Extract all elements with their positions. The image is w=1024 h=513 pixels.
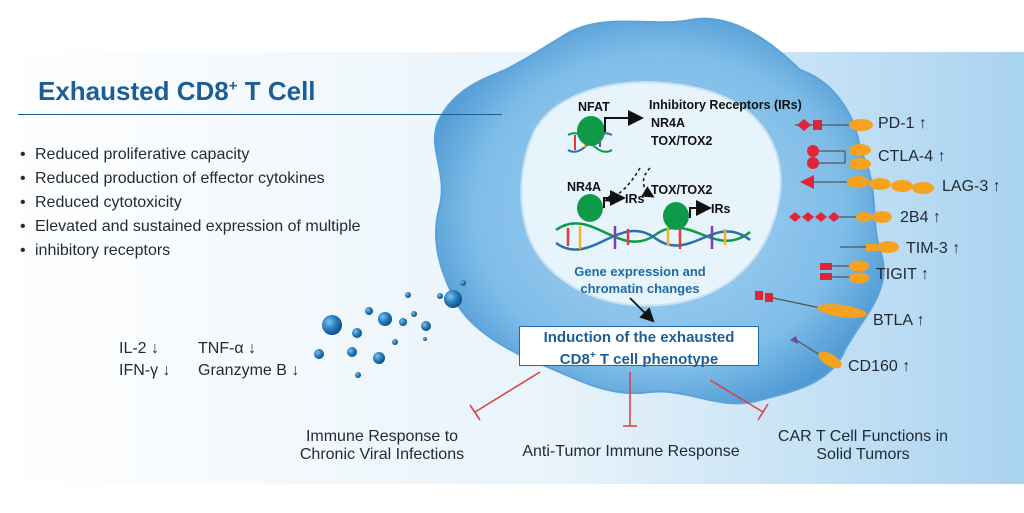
receptor-tigit	[820, 260, 869, 284]
tox-arrow	[689, 200, 712, 218]
receptor-pd1	[795, 119, 873, 131]
receptor-btla	[755, 291, 867, 318]
label-pd1: PD-1 ↑	[878, 115, 927, 132]
inhibition-lines	[469, 371, 769, 427]
tox-factor	[663, 202, 689, 230]
receptor-cd160	[790, 336, 842, 369]
list-item-continuation: inhibitory receptors	[18, 239, 448, 263]
nfat-factor	[577, 116, 605, 146]
label-tigit: TIGIT ↑	[876, 266, 930, 283]
receptor-tim3	[840, 241, 899, 253]
label-ctla4: CTLA-4 ↑	[878, 148, 946, 165]
label-2b4: 2B4 ↑	[900, 209, 941, 226]
outcome-cart: CAR T Cell Functions in Solid Tumors	[777, 428, 949, 463]
nr4a-factor	[577, 194, 603, 222]
list-item: Elevated and sustained expression of mul…	[18, 215, 448, 239]
list-item: Reduced cytotoxicity	[18, 191, 448, 215]
receptor-ctla4	[807, 144, 871, 170]
arrow-to-induction	[629, 297, 655, 323]
induction-box: Induction of the exhausted CD8+ T cell p…	[519, 326, 759, 368]
list-item: Reduced proliferative capacity	[18, 143, 448, 167]
outcome-viral: Immune Response to Chronic Viral Infecti…	[299, 428, 465, 463]
dotted-arrow-right	[641, 167, 655, 198]
label-lag3: LAG-3 ↑	[942, 178, 1001, 195]
label-irs-right: IRs	[711, 202, 731, 216]
cytokine-ifng: IFN-γ ↓	[119, 362, 171, 379]
label-tox-top: TOX/TOX2	[651, 134, 713, 148]
label-tox: TOX/TOX2	[651, 183, 713, 197]
nr4a-arrow	[603, 190, 626, 208]
page-title: Exhausted CD8+ T Cell	[38, 76, 316, 106]
cytokine-tnfa: TNF-α ↓	[198, 340, 257, 357]
gene-expression-caption: Gene expression and chromatin changes	[574, 264, 706, 296]
receptor-lag3	[800, 175, 934, 194]
title-divider	[18, 114, 502, 115]
label-tim3: TIM-3 ↑	[906, 240, 961, 257]
nfat-arrow	[604, 110, 644, 132]
label-nr4a-top: NR4A	[651, 116, 686, 130]
outcome-tumor: Anti-Tumor Immune Response	[522, 443, 740, 460]
label-nr4a: NR4A	[567, 180, 602, 194]
list-item: Reduced production of effector cytokines	[18, 167, 448, 191]
dna-helix-bottom	[555, 222, 751, 251]
cytokine-granzyme: Granzyme B ↓	[198, 362, 300, 379]
receptor-2b4	[789, 211, 892, 223]
label-cd160: CD160 ↑	[848, 358, 911, 375]
cytokine-spheres	[314, 280, 466, 378]
cytokine-il2: IL-2 ↓	[119, 340, 160, 357]
label-btla: BTLA ↑	[873, 312, 925, 329]
label-nfat: NFAT	[578, 100, 610, 114]
feature-list: Reduced proliferative capacity Reduced p…	[18, 143, 448, 263]
label-irs-left: IRs	[625, 192, 645, 206]
label-inhibitory-receptors: Inhibitory Receptors (IRs)	[649, 98, 802, 112]
